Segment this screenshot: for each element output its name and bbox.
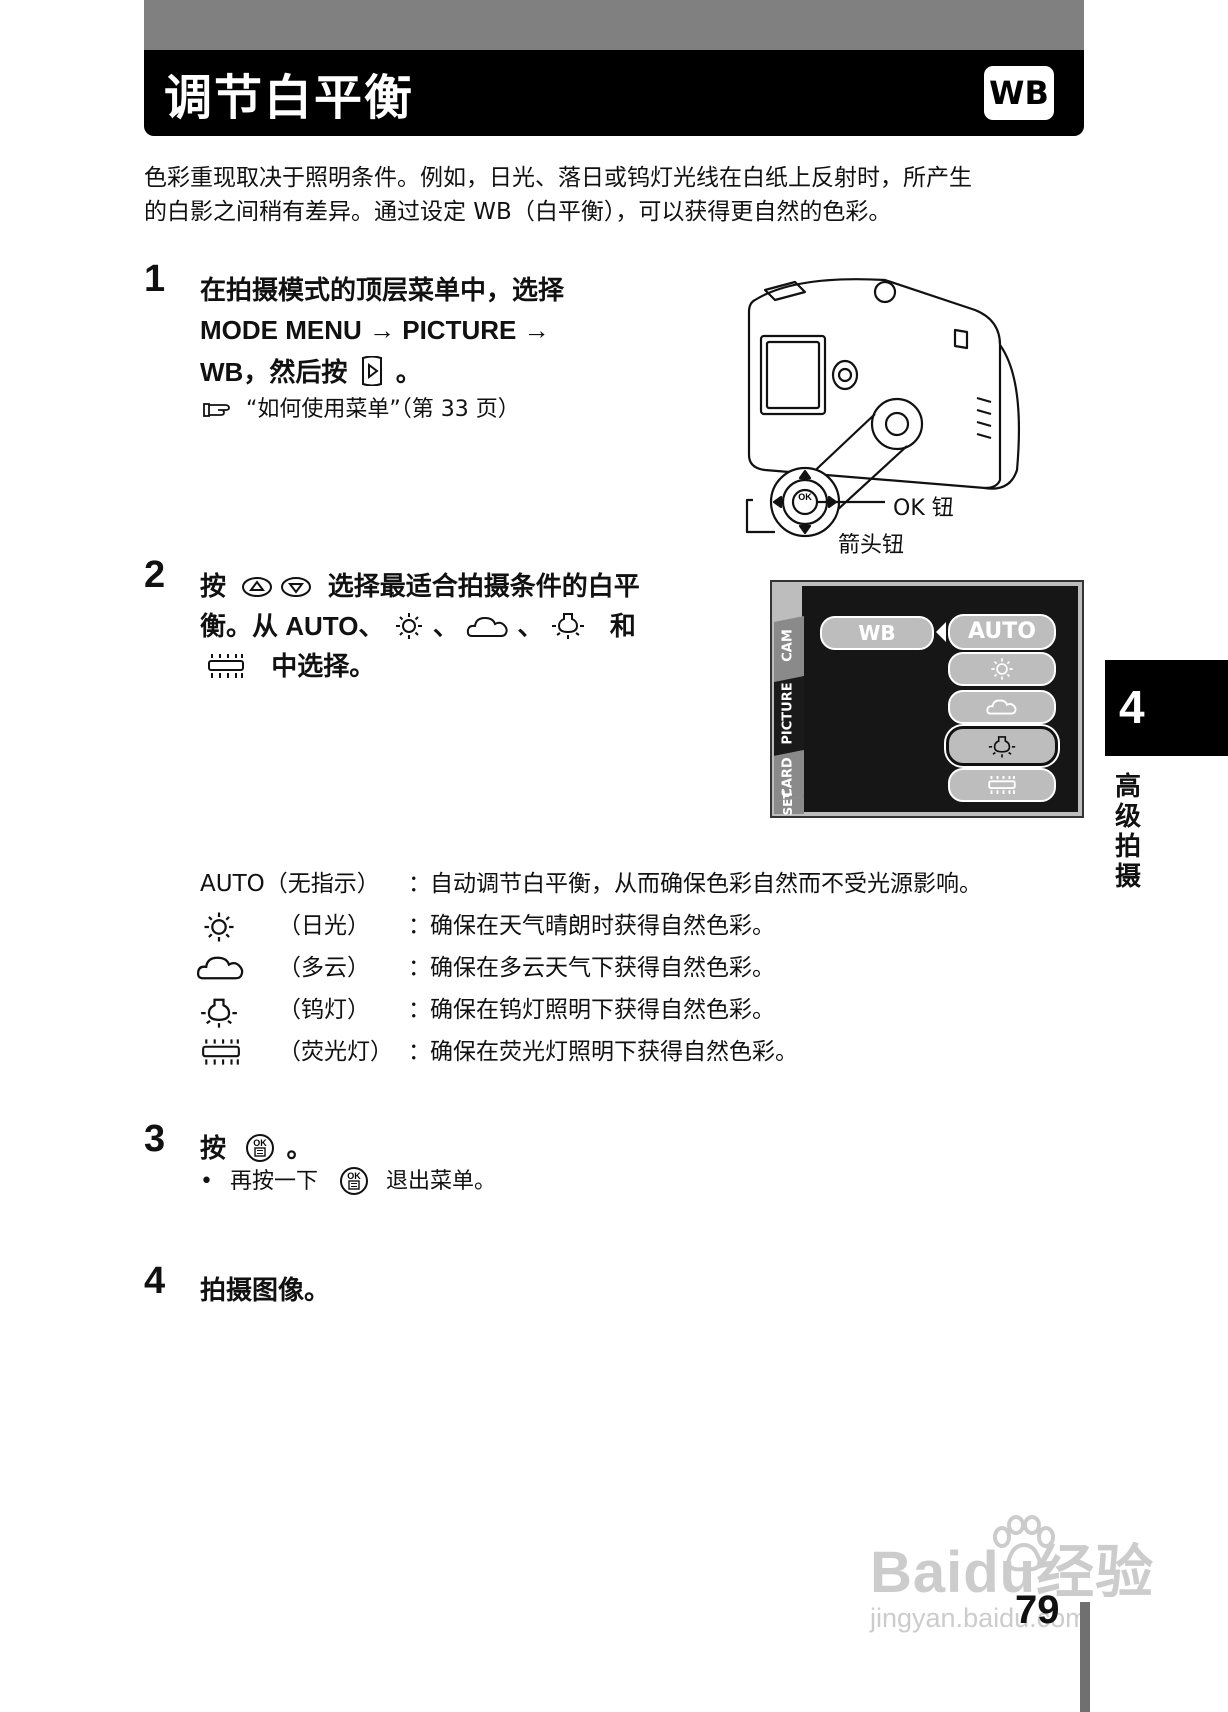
step-1-line-3-text: WB，然后按: [200, 357, 348, 387]
step-2-line-1-text: 选择最适合拍摄条件的白平: [327, 571, 640, 601]
step-1-line-3-end: 。: [395, 357, 422, 387]
lcd-option-auto[interactable]: AUTO: [948, 614, 1056, 650]
page-number: 79: [1015, 1588, 1060, 1632]
watermark-url: jingyan.baidu.com: [870, 1603, 1088, 1633]
right-arrow-button-icon: [361, 355, 382, 387]
step-2-line-2: 衡。从 AUTO、 、 、 和: [200, 606, 636, 646]
step-3-note: • 再按一下 OK 退出菜单。: [200, 1166, 496, 1198]
fluorescent-icon: [208, 654, 244, 678]
up-arrow-button-icon: [242, 577, 273, 597]
wb-mode-sep: ：: [408, 997, 431, 1023]
wb-mode-sep: ：: [408, 1039, 431, 1065]
camera-illustration: OK: [745, 278, 1021, 538]
bullet: •: [200, 1169, 213, 1194]
step-3-line-1: 按 OK 。: [200, 1128, 313, 1168]
sunny-icon: [395, 613, 422, 639]
fluorescent-icon: [202, 1039, 240, 1065]
step-3-note-text-1: 再按一下: [229, 1169, 318, 1194]
lcd-option-sunny[interactable]: [948, 652, 1056, 686]
paw-logo-icon: [993, 1515, 1055, 1572]
wb-mode-desc: 确保在钨灯照明下获得自然色彩。: [430, 997, 775, 1023]
step-4-line-1: 拍摄图像。: [200, 1275, 331, 1305]
arrow-button-label: 箭头钮: [838, 533, 905, 558]
wb-mode-sep: ：: [408, 955, 431, 981]
step-2-press: 按: [200, 571, 227, 601]
ok-button-icon: OK: [246, 1134, 275, 1162]
wb-mode-desc: 自动调节白平衡，从而确保色彩自然而不受光源影响。: [430, 871, 982, 897]
step-2-sep-2: 、: [517, 611, 544, 641]
wb-mode-row-sunny: （日光） ： 确保在天气晴朗时获得自然色彩。: [200, 906, 1100, 946]
step-1-line-3: WB，然后按 。: [200, 352, 422, 392]
lcd-selection-arrow-icon: [936, 622, 946, 642]
step-1-number: 1: [144, 258, 166, 300]
wb-mode-label: （多云）: [278, 955, 370, 981]
step-1-line-1: 在拍摄模式的顶层菜单中，选择: [200, 275, 565, 305]
wb-mode-label: （荧光灯）: [278, 1039, 393, 1065]
lcd-sunny-icon: [991, 658, 1013, 680]
wb-mode-label: AUTO（无指示）: [200, 871, 380, 897]
chapter-title: 高级拍摄: [1114, 772, 1141, 892]
svg-text:OK: OK: [254, 1138, 268, 1148]
step-2-number: 2: [144, 554, 166, 596]
lcd-tab-set[interactable]: SET: [781, 790, 795, 816]
cloudy-icon: [466, 616, 508, 637]
wb-mode-row-tungsten: （钨灯） ： 确保在钨灯照明下获得自然色彩。: [200, 990, 1100, 1030]
lcd-menu-wb[interactable]: WB: [820, 616, 934, 650]
wb-mode-sep: ：: [408, 913, 431, 939]
step-4-number: 4: [144, 1260, 166, 1302]
step-2-line-3: 中选择。: [200, 646, 375, 686]
page-title: 调节白平衡: [164, 70, 415, 126]
step-2-line-2-text: 衡。从 AUTO、: [200, 611, 385, 641]
step-2-line-3-text: 中选择。: [271, 651, 376, 681]
wb-mode-desc: 确保在多云天气下获得自然色彩。: [430, 955, 775, 981]
lcd-cloudy-icon: [986, 699, 1017, 715]
chapter-number: 4: [1119, 681, 1145, 733]
lcd-tungsten-icon: [988, 736, 1016, 758]
wb-mode-row-cloudy: （多云） ： 确保在多云天气下获得自然色彩。: [196, 948, 1100, 988]
step-1-reference-text: “如何使用菜单”（第 33 页）: [246, 397, 520, 422]
lcd-fluorescent-icon: [988, 776, 1016, 794]
lcd-tab-picture[interactable]: PICTURE: [780, 682, 796, 745]
sunny-icon: [204, 912, 234, 942]
step-3-end: 。: [286, 1133, 313, 1163]
wb-mode-row-auto: AUTO（无指示） ： 自动调节白平衡，从而确保色彩自然而不受光源影响。: [200, 864, 1100, 904]
reference-hand-icon: [203, 403, 230, 417]
wb-mode-label: （钨灯）: [278, 997, 370, 1023]
header-top-bar: [144, 0, 1084, 50]
chapter-tab: 4: [1105, 660, 1228, 756]
step-3-press: 按: [200, 1133, 227, 1163]
lcd-tab-cam[interactable]: CAM: [780, 629, 796, 662]
wb-mode-sep: ：: [408, 871, 431, 897]
page-edge-bar: [1080, 1602, 1090, 1712]
cloudy-icon: [196, 956, 244, 980]
step-2-sep-1: 、: [432, 611, 459, 641]
svg-text:OK: OK: [347, 1171, 361, 1181]
step-3-number: 3: [144, 1118, 166, 1160]
lcd-option-cloudy[interactable]: [948, 690, 1056, 724]
step-2-line-1: 按 选择最适合拍摄条件的白平: [200, 566, 640, 606]
lcd-menu-screen: CAM PICTURE CARD SET WB AUTO: [770, 580, 1084, 818]
header-bar: [144, 50, 1084, 136]
tungsten-icon: [551, 613, 584, 639]
wb-mode-desc: 确保在荧光灯照明下获得自然色彩。: [430, 1039, 798, 1065]
tungsten-icon: [201, 998, 237, 1028]
ok-button-text: OK: [798, 492, 812, 502]
wb-badge: WB: [984, 66, 1054, 120]
intro-line-2: 的白影之间稍有差异。通过设定 WB（白平衡），可以获得更自然的色彩。: [144, 199, 892, 225]
intro-line-1: 色彩重现取决于照明条件。例如，日光、落日或钨灯光线在白纸上反射时，所产生: [144, 165, 972, 191]
step-1-line-2: MODE MENU → PICTURE →: [200, 315, 550, 345]
wb-mode-row-fluorescent: （荧光灯） ： 确保在荧光灯照明下获得自然色彩。: [200, 1032, 1100, 1072]
lcd-option-tungsten-highlighted[interactable]: [946, 726, 1058, 766]
baidu-watermark: Baidu经验 jingyan.baidu.com: [870, 1515, 1154, 1634]
wb-mode-label: （日光）: [278, 913, 370, 939]
lcd-option-fluorescent[interactable]: [948, 768, 1056, 802]
down-arrow-button-icon: [281, 577, 312, 597]
ok-button-icon: OK: [340, 1167, 368, 1195]
step-3-note-text-2: 退出菜单。: [386, 1169, 497, 1194]
step-1-reference: “如何使用菜单”（第 33 页）: [203, 394, 520, 426]
ok-button-label: OK 钮: [893, 496, 954, 521]
step-2-and: 和: [609, 611, 636, 641]
wb-mode-desc: 确保在天气晴朗时获得自然色彩。: [430, 913, 775, 939]
